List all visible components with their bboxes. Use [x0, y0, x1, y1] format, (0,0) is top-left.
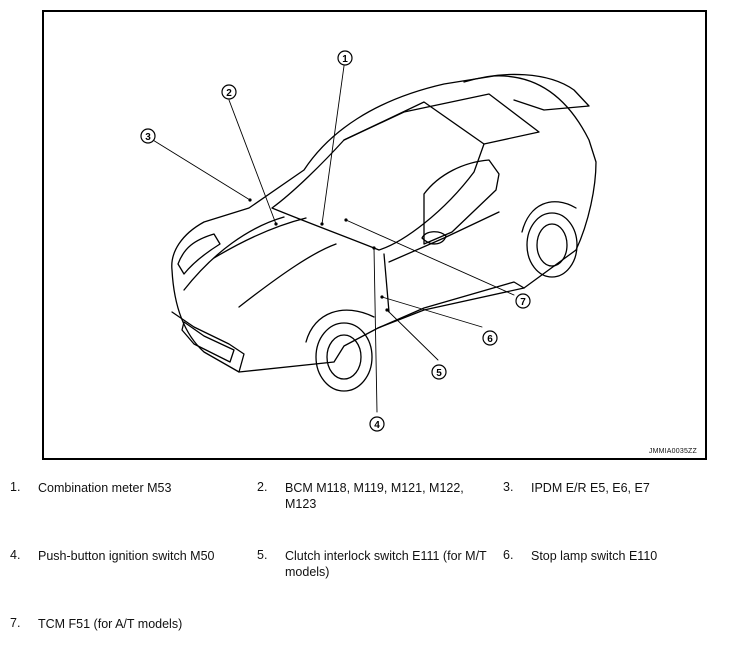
- rear-wheel: [526, 212, 578, 278]
- hood-line-mid: [238, 243, 337, 308]
- legend-num-6: 6.: [503, 548, 514, 562]
- callout-5: 5: [431, 364, 447, 380]
- legend-num-5: 5.: [257, 548, 268, 562]
- callout-4: 4: [369, 416, 385, 432]
- callout-3: 3: [140, 128, 156, 144]
- car-body-outline: [171, 75, 597, 373]
- callout-4-label: 4: [374, 420, 380, 431]
- callout-5-label: 5: [436, 368, 442, 379]
- legend-num-7: 7.: [10, 616, 21, 630]
- legend-text-5: Clutch interlock switch E111 (for M/T mo…: [285, 549, 487, 579]
- front-bumper: [171, 311, 245, 373]
- front-wheel-arch: [305, 309, 375, 343]
- legend-num-3: 3.: [503, 480, 514, 494]
- side-sill: [377, 281, 525, 329]
- legend-text-6: Stop lamp switch E110: [531, 549, 658, 563]
- rear-wheel-arch: [521, 201, 577, 233]
- legend-num-2: 2.: [257, 480, 268, 494]
- component-location-diagram: 1 2 3 4 5 6 7 JMMIA0035ZZ: [42, 10, 707, 460]
- legend-text-3: IPDM E/R E5, E6, E7: [531, 481, 650, 495]
- side-mirror: [421, 231, 447, 245]
- callout-7: 7: [515, 293, 531, 309]
- callout-3-label: 3: [145, 132, 151, 143]
- callout-7-label: 7: [520, 297, 526, 308]
- callout-1-label: 1: [342, 54, 348, 65]
- roof-line: [343, 93, 540, 145]
- car-illustration: 1 2 3 4 5 6 7: [140, 50, 597, 432]
- front-wheel-hub: [326, 334, 362, 380]
- side-window: [423, 159, 500, 245]
- leader-lines: [147, 65, 515, 413]
- callout-2: 2: [221, 84, 237, 100]
- legend-text-1: Combination meter M53: [38, 481, 172, 495]
- callout-1: 1: [337, 50, 353, 66]
- door-line: [383, 211, 500, 313]
- legend-text-2: BCM M118, M119, M121, M122, M123: [285, 481, 464, 511]
- legend-text-4: Push-button ignition switch M50: [38, 549, 215, 563]
- headlight: [177, 233, 221, 275]
- legend-num-4: 4.: [10, 548, 21, 562]
- leader-dots: [248, 198, 389, 312]
- front-wheel: [315, 322, 373, 392]
- rear-spoiler: [463, 73, 590, 111]
- callout-6: 6: [482, 330, 498, 346]
- legend-num-1: 1.: [10, 480, 21, 494]
- legend-text-7: TCM F51 (for A/T models): [38, 617, 183, 631]
- rear-wheel-hub: [536, 223, 568, 267]
- figure-code: JMMIA0035ZZ: [648, 448, 697, 455]
- windshield: [271, 101, 485, 251]
- callout-6-label: 6: [487, 334, 493, 345]
- grille: [181, 321, 235, 363]
- callout-2-label: 2: [226, 88, 232, 99]
- hood-crease: [213, 217, 307, 259]
- hood-line-left: [183, 216, 285, 291]
- callouts: 1 2 3 4 5 6 7: [140, 50, 531, 432]
